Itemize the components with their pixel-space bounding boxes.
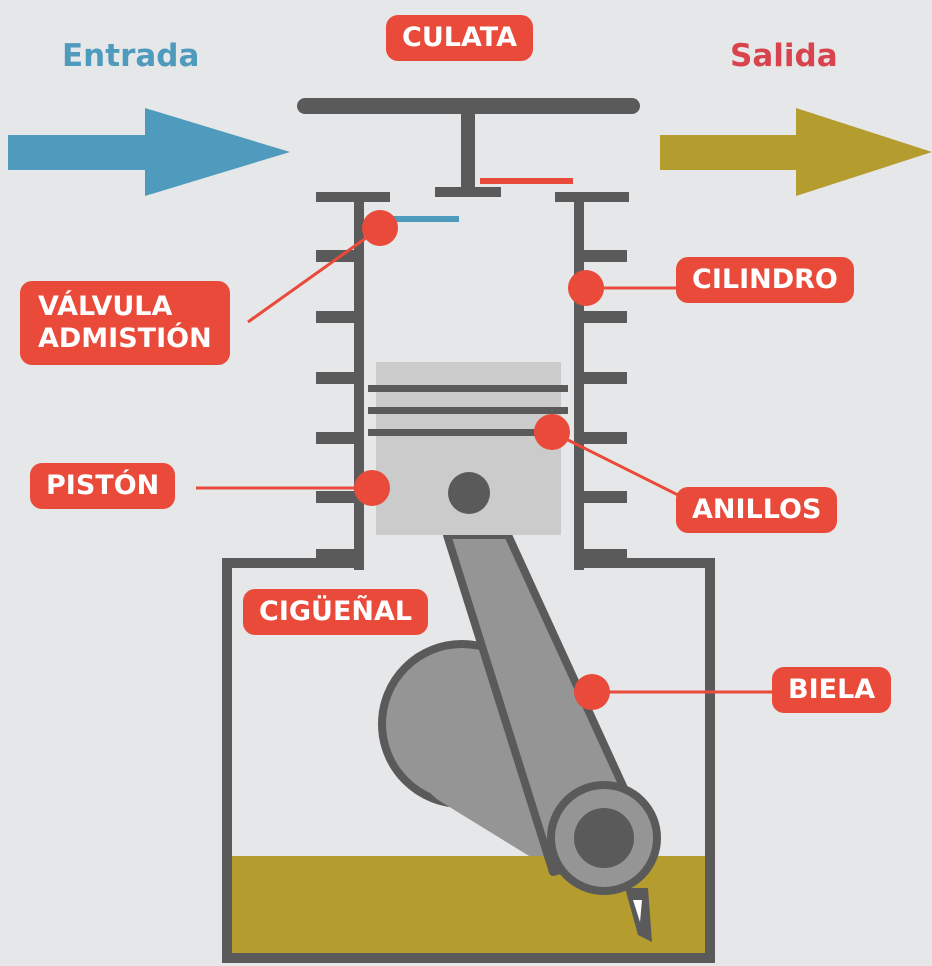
intake-label: Entrada [62,38,200,74]
intake-valve-label-line1: VÁLVULA [38,291,173,322]
oil-dipper-tip [633,900,642,922]
crankshaft-badge: CIGÜEÑAL [243,589,429,635]
dot-piston [354,470,390,506]
intake-valve-indicator [393,216,459,222]
connecting-rod-badge: BIELA [772,667,892,713]
piston-ring-3 [368,429,568,436]
exhaust-valve-indicator [480,178,573,184]
intake-valve-badge: VÁLVULA ADMISTIÓN [20,281,230,365]
piston-ring-1 [368,385,568,392]
crankcase-outline [222,558,715,963]
fin-right-1 [584,250,627,262]
exhaust-arrow [660,108,932,196]
head-badge: CULATA [386,15,533,61]
dot-cylinder [568,270,604,306]
fin-left-3 [316,372,359,384]
leader-intake-valve [247,226,381,324]
valve-seat [435,187,501,197]
fin-left-4 [316,432,359,444]
dot-rings [534,414,570,450]
rings-badge: ANILLOS [676,487,838,533]
fin-right-4 [584,432,627,444]
crank-pin [574,808,634,868]
intake-arrow [8,108,290,196]
piston-pin [448,472,490,514]
fin-right-2 [584,311,627,323]
fin-left-2 [316,311,359,323]
fin-left-5 [316,491,359,503]
dot-intake-valve [362,210,398,246]
dot-connecting-rod [574,674,610,710]
fin-right-5 [584,491,627,503]
piston-ring-2 [368,407,568,414]
leader-rings [551,430,689,502]
exhaust-label: Salida [730,38,838,74]
fin-right-3 [584,372,627,384]
cylinder-right-cap [555,192,629,202]
intake-valve-label-line2: ADMISTIÓN [38,323,212,354]
fin-left-1 [316,250,359,262]
cylinder-badge: CILINDRO [676,257,854,303]
valve-stem [461,112,475,192]
piston-badge: PISTÓN [30,463,176,509]
cylinder-right-wall [574,192,584,570]
cylinder-left-cap [316,192,390,202]
